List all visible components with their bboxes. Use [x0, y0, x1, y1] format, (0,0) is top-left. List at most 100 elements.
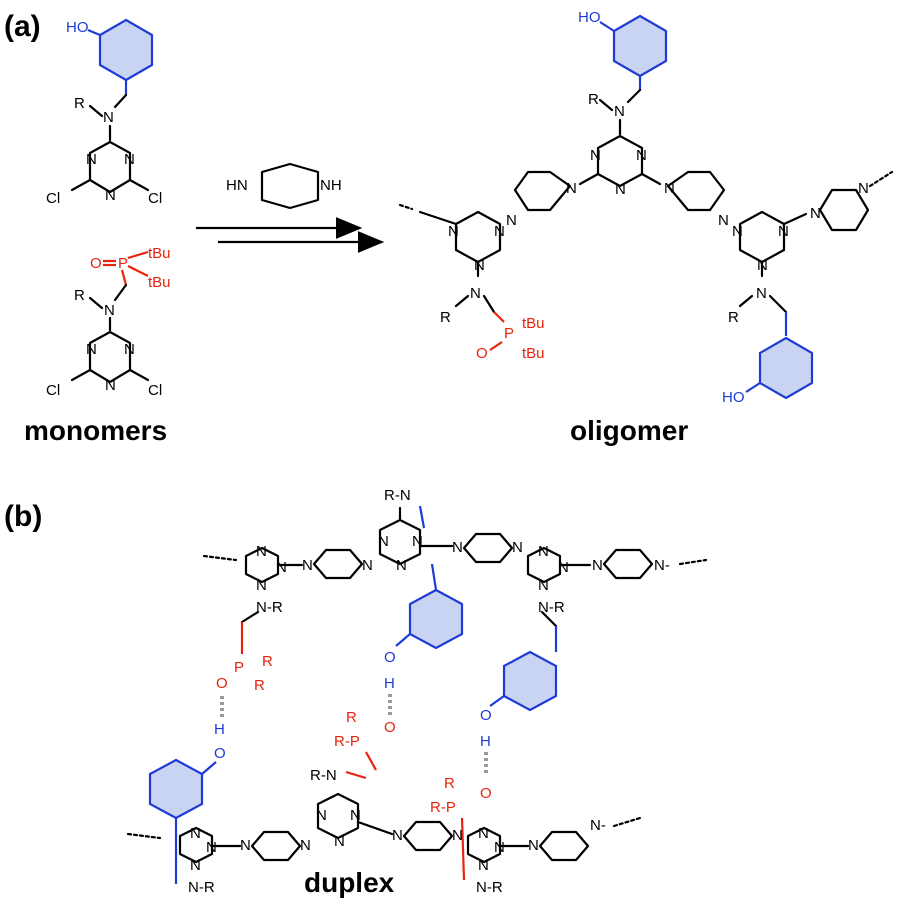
tbu-label: tBu — [522, 345, 545, 362]
duplex-hbond-region: P R R O H O O H O R-P R O H O R-P R — [214, 563, 558, 881]
r-group-label: R — [728, 309, 739, 326]
hydrogen-label: H — [214, 721, 225, 738]
triazine-n-label: N — [276, 559, 287, 576]
rp-label: R-P — [334, 733, 360, 750]
nr-label: N-R — [538, 599, 565, 616]
monomers-caption: monomers — [24, 415, 167, 446]
monomer-phosphine-oxide: O P tBu tBu N R N N N Cl Cl — [46, 245, 171, 399]
piperazine-n-label: N — [362, 557, 373, 574]
amine-n-label: N — [756, 285, 767, 302]
piperazine-n-label: N — [240, 837, 251, 854]
triazine-n-label: N — [105, 377, 116, 394]
hydroxyl-label: HO — [722, 389, 745, 406]
chloro-label: Cl — [148, 190, 162, 207]
triazine-n-label: N — [190, 825, 201, 842]
phenol-ring — [502, 650, 558, 712]
duplex-bottom-strand: R-N N N N N-R N N N N N N N N N N N-R N … — [126, 758, 642, 896]
piperazine-ring — [666, 170, 726, 212]
monomer-phenol: HO N R N N N Cl Cl — [46, 18, 162, 207]
triazine-n-label: N — [590, 147, 601, 164]
panel-a-label: (a) — [4, 10, 41, 43]
rn-label: R-N — [310, 767, 337, 784]
oxygen-label: O — [216, 675, 228, 692]
triazine-n-label: N — [190, 857, 201, 874]
n-dash-label: N- — [654, 557, 670, 574]
reagent-nh-left: HN — [226, 177, 248, 194]
phenol-ring — [98, 18, 154, 82]
triazine-n-label: N — [448, 223, 459, 240]
triazine-n-label: N — [494, 223, 505, 240]
piperazine-ring — [462, 532, 514, 564]
r-group-label: R — [262, 653, 273, 670]
duplex-caption: duplex — [304, 867, 395, 898]
rp-label: R-P — [430, 799, 456, 816]
chloro-label: Cl — [46, 382, 60, 399]
oxygen-label: O — [480, 785, 492, 802]
piperazine-n-label: N — [718, 212, 729, 229]
piperazine-n-label: N — [302, 557, 313, 574]
oxygen-label: O — [214, 745, 226, 762]
r-group-label: R — [444, 775, 455, 792]
hydroxyl-label: HO — [66, 19, 89, 36]
oxygen-label: O — [480, 707, 492, 724]
hydrogen-label: H — [480, 733, 491, 750]
r-group-label: R — [440, 309, 451, 326]
reagent-piperazine: HN NH — [226, 162, 342, 210]
triazine-ring — [466, 826, 502, 864]
phosphorus-label: P — [234, 659, 244, 676]
triazine-ring — [596, 134, 644, 188]
tbu-label: tBu — [148, 274, 171, 291]
triazine-n-label: N — [350, 807, 361, 824]
piperazine-ring — [513, 170, 572, 212]
tbu-label: tBu — [148, 245, 171, 262]
phosphorus-label: P — [118, 255, 128, 272]
oligomer-caption: oligomer — [570, 415, 688, 446]
piperazine-ring — [250, 830, 302, 862]
piperazine-n-label: N — [592, 557, 603, 574]
triazine-n-label: N — [636, 147, 647, 164]
phenol-ring — [148, 758, 204, 820]
panel-b-label: (b) — [4, 500, 42, 533]
amine-n-label: N — [104, 302, 115, 319]
piperazine-ring — [818, 188, 870, 232]
piperazine-n-label: N — [512, 539, 523, 556]
piperazine-n-label: N — [566, 180, 577, 197]
piperazine-ring — [402, 820, 454, 852]
triazine-ring — [178, 826, 214, 864]
r-group-label: R — [74, 95, 85, 112]
triazine-n-label: N — [124, 341, 135, 358]
duplex-top-strand: N N N N N R-N N N N N N N N N N N- N-R N… — [202, 487, 708, 616]
phosphorus-label: P — [504, 325, 514, 342]
piperazine-n-label: N — [452, 827, 463, 844]
piperazine-n-label: N — [300, 837, 311, 854]
triazine-n-label: N — [334, 833, 345, 850]
triazine-n-label: N — [86, 341, 97, 358]
nr-label: N-R — [256, 599, 283, 616]
triazine-ring — [378, 518, 422, 566]
triazine-n-label: N — [86, 151, 97, 168]
triazine-ring — [526, 546, 562, 584]
triazine-n-label: N — [256, 543, 267, 560]
phenol-ring — [758, 336, 814, 400]
oxygen-label: O — [384, 719, 396, 736]
piperazine-n-label: N — [664, 180, 675, 197]
triazine-ring — [244, 546, 280, 584]
piperazine-n-label: N — [858, 180, 869, 197]
nr-label: N-R — [476, 879, 503, 896]
n-dash-label: N- — [590, 817, 606, 834]
triazine-ring — [316, 792, 360, 840]
nr-label: N-R — [188, 879, 215, 896]
amine-n-label: N — [614, 103, 625, 120]
oxygen-label: O — [90, 255, 102, 272]
triazine-n-label: N — [538, 577, 549, 594]
hydrogen-label: H — [384, 675, 395, 692]
triazine-n-label: N — [124, 151, 135, 168]
hydroxyl-label: HO — [578, 9, 601, 26]
r-group-label: R — [74, 287, 85, 304]
triazine-n-label: N — [478, 857, 489, 874]
amine-n-label: N — [470, 285, 481, 302]
triazine-n-label: N — [412, 533, 423, 550]
triazine-n-label: N — [732, 223, 743, 240]
triazine-n-label: N — [478, 825, 489, 842]
